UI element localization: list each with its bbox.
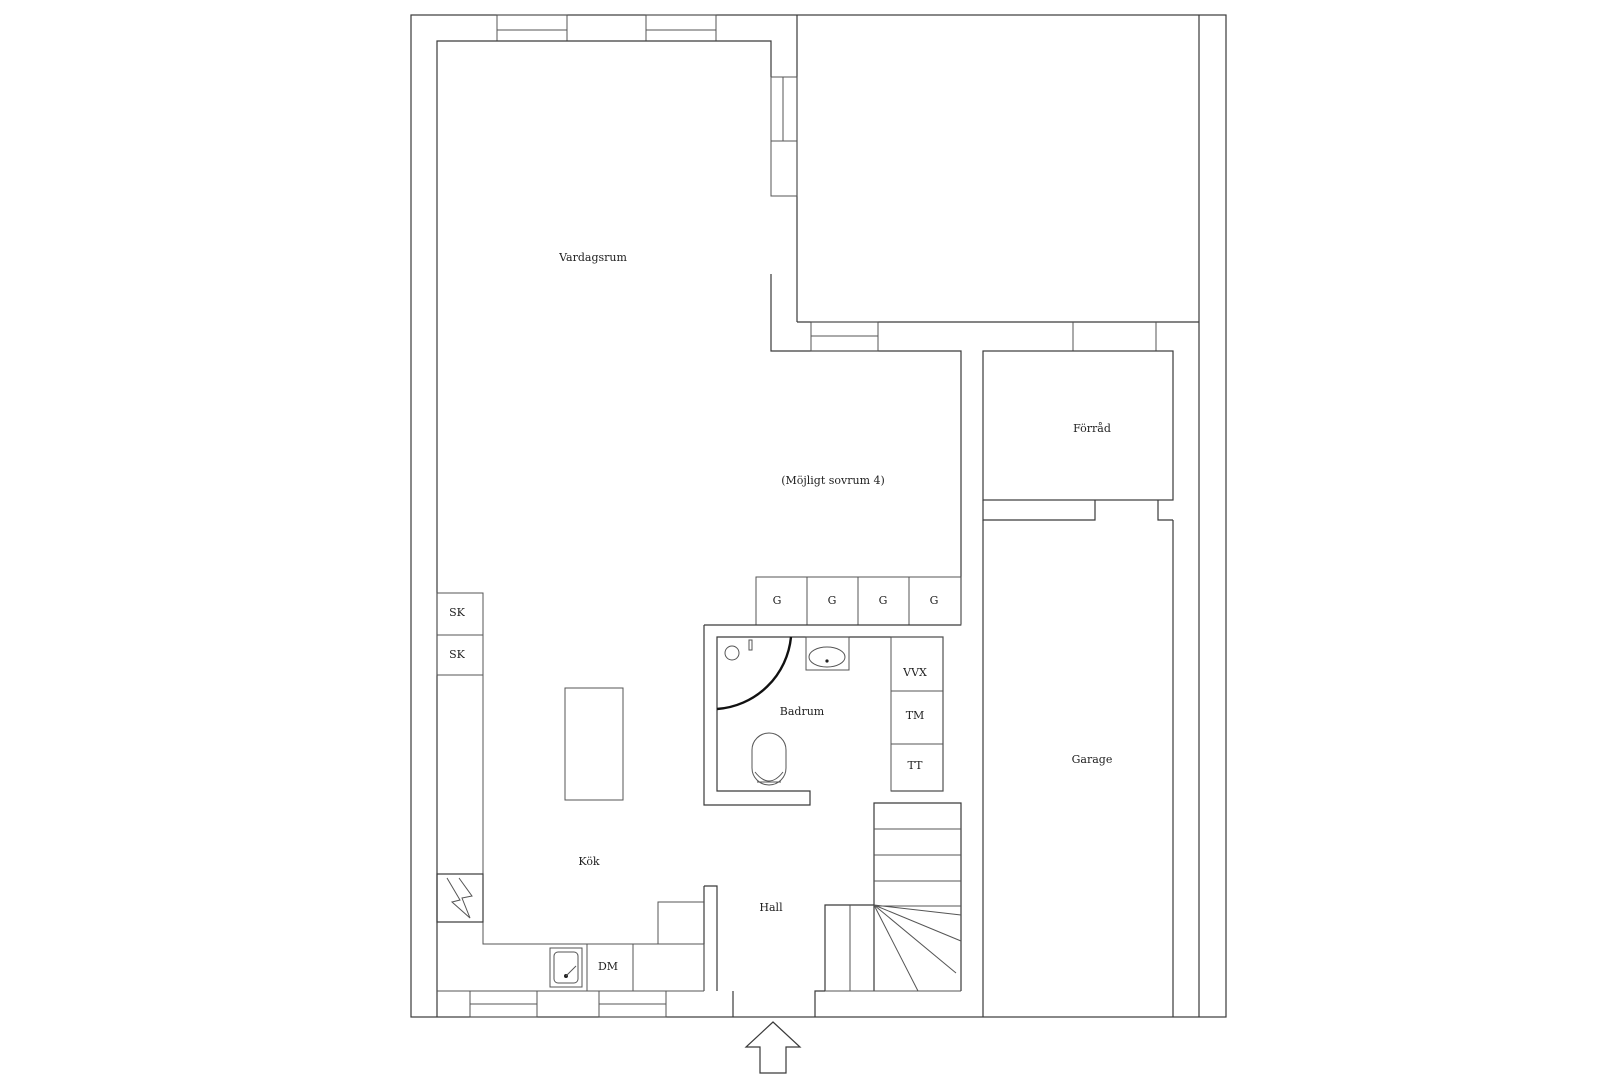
fixture-label-vvx: VVX bbox=[902, 666, 927, 679]
bottom-windows bbox=[469, 990, 667, 1018]
room-label-vardagsrum: Vardagsrum bbox=[558, 251, 627, 264]
room-label-badrum: Badrum bbox=[780, 705, 825, 718]
shower-icon bbox=[716, 636, 793, 711]
room-label-garage: Garage bbox=[1072, 753, 1113, 766]
room-label-kok: Kök bbox=[578, 855, 600, 868]
fixture-label-tt: TT bbox=[908, 759, 924, 772]
fixture-label-g-3: G bbox=[879, 594, 888, 607]
kitchen-island bbox=[564, 687, 624, 801]
fixture-label-sk-2: SK bbox=[449, 648, 466, 661]
fixture-label-dm: DM bbox=[598, 960, 618, 973]
outer-walls bbox=[410, 14, 1227, 1018]
top-windows bbox=[496, 14, 717, 42]
storage-room-walls bbox=[982, 350, 1174, 521]
room-label-forrad: Förråd bbox=[1073, 422, 1111, 435]
entrance-arrow-icon bbox=[744, 1021, 802, 1074]
fixture-label-sk-1: SK bbox=[449, 606, 466, 619]
kitchen-walls bbox=[436, 592, 705, 992]
bathroom-walls bbox=[703, 624, 961, 806]
toilet-icon bbox=[751, 732, 787, 786]
garage-walls bbox=[982, 520, 1174, 1017]
living-room-walls bbox=[436, 15, 1199, 1017]
fixture-label-tm: TM bbox=[906, 709, 925, 722]
room-label-sovrum4: (Möjligt sovrum 4) bbox=[781, 474, 885, 487]
fixture-label-g-4: G bbox=[930, 594, 939, 607]
fixture-label-g-2: G bbox=[828, 594, 837, 607]
fixture-label-g-1: G bbox=[773, 594, 782, 607]
kitchen-sink-icon bbox=[549, 947, 583, 988]
washbasin-icon bbox=[805, 636, 850, 671]
electrical-panel-icon bbox=[436, 873, 484, 923]
stairs-icon bbox=[824, 802, 962, 992]
room-label-hall: Hall bbox=[759, 901, 783, 914]
